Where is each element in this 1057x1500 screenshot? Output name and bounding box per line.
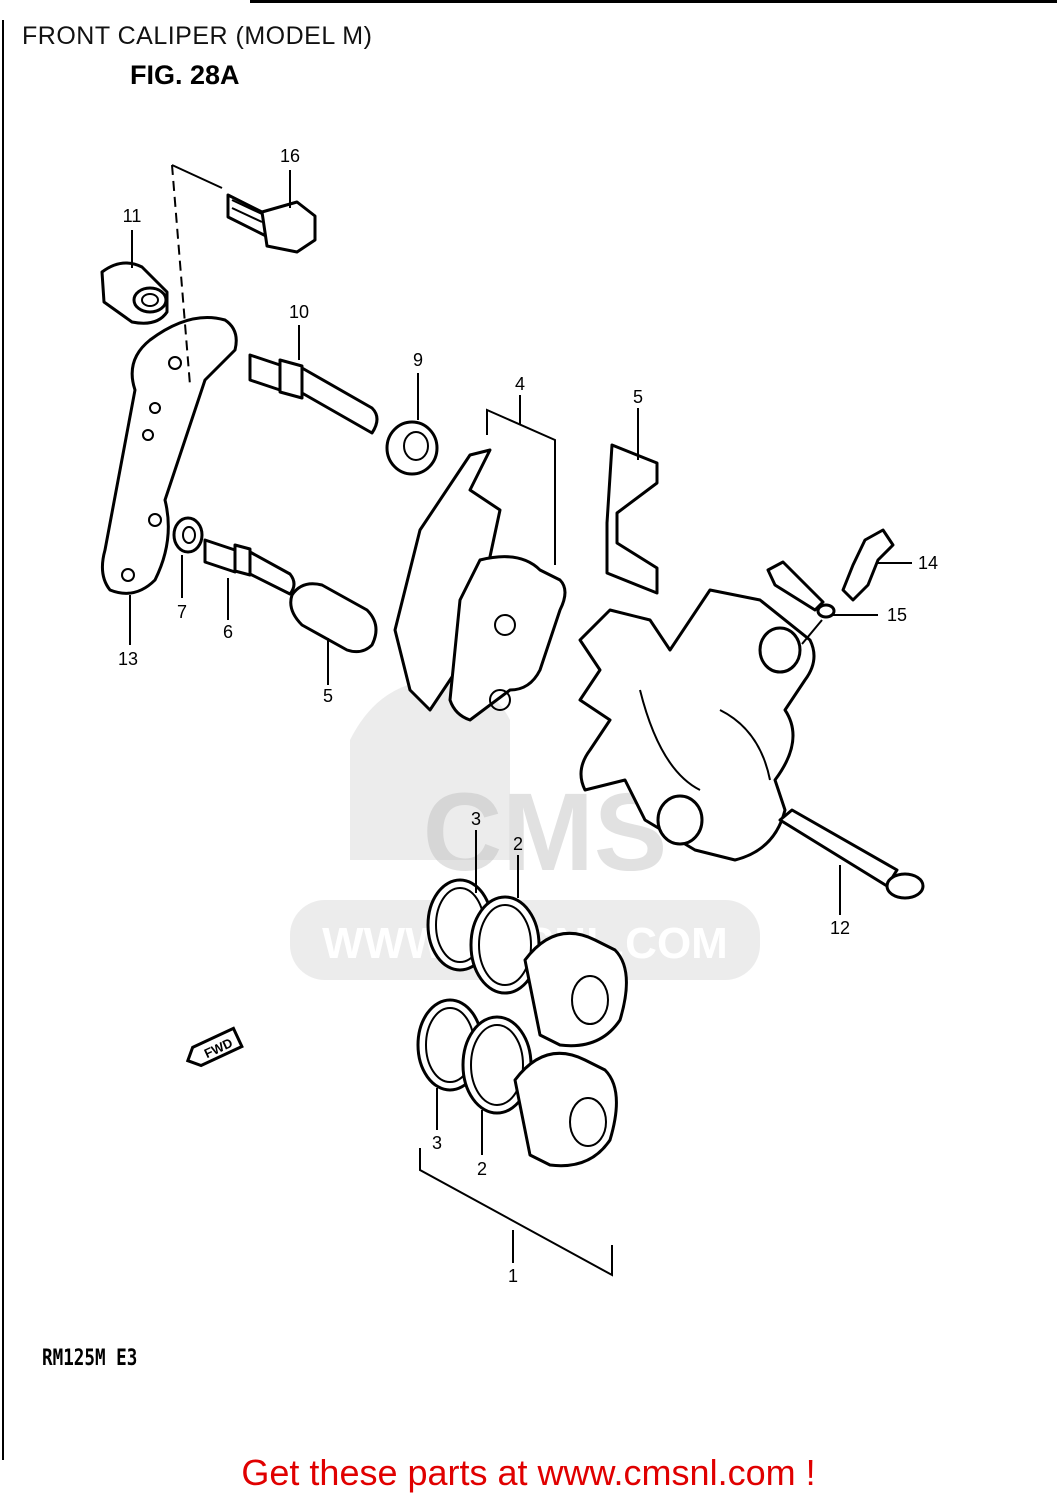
callout-1: 1 xyxy=(508,1266,518,1286)
callout-3-upper: 3 xyxy=(471,809,481,829)
callout-16: 16 xyxy=(280,146,300,166)
callout-13: 13 xyxy=(118,649,138,669)
part-5-spring xyxy=(605,443,659,595)
part-7-bolt xyxy=(203,538,296,596)
part-13-bracket xyxy=(100,316,238,595)
callout-3-lower: 3 xyxy=(432,1133,442,1153)
callout-8: 7 xyxy=(177,602,187,622)
leader-lines xyxy=(129,164,912,1277)
callout-2-lower: 2 xyxy=(477,1159,487,1179)
part-10-pin xyxy=(248,353,379,435)
callout-14: 14 xyxy=(918,553,938,573)
part-12-slide-pin xyxy=(778,808,925,900)
part-11-collar xyxy=(100,261,169,325)
watermark-logo-text: CMS xyxy=(423,771,667,894)
figure-label: FIG. 28A xyxy=(130,60,240,90)
callout-4: 4 xyxy=(515,374,525,394)
fwd-arrow-icon: FWD xyxy=(185,1026,244,1068)
piston-set-upper xyxy=(426,878,628,1048)
model-code: RM125M E3 xyxy=(42,1346,138,1371)
callout-10: 10 xyxy=(289,302,309,322)
callout-9: 9 xyxy=(413,350,423,370)
frame-top-border xyxy=(250,0,1057,3)
cmsnl-link[interactable]: Get these parts at www.cmsnl.com ! xyxy=(241,1452,816,1493)
callout-6: 5 xyxy=(323,686,333,706)
callout-labels: 16 11 10 9 4 5 14 15 7 6 13 5 3 2 12 3 2… xyxy=(118,146,938,1286)
part-8-washer xyxy=(172,516,204,554)
callout-12: 12 xyxy=(830,918,850,938)
page-title: FRONT CALIPER (MODEL M) xyxy=(22,22,373,50)
piston-set-lower xyxy=(416,998,618,1168)
callout-7: 6 xyxy=(223,622,233,642)
part-6-pin xyxy=(289,582,378,654)
part-15-cap xyxy=(766,560,836,619)
part-9-boot xyxy=(385,420,439,476)
callout-15: 15 xyxy=(887,605,907,625)
frame-left-border xyxy=(2,20,4,1460)
callout-2-upper: 2 xyxy=(513,834,523,854)
caliper-body xyxy=(578,588,816,862)
part-14-bleeder xyxy=(841,528,895,602)
callout-11: 11 xyxy=(123,206,142,226)
callout-5: 5 xyxy=(633,387,643,407)
part-4-brake-pads xyxy=(393,448,567,722)
part-16-bolt xyxy=(226,193,317,254)
